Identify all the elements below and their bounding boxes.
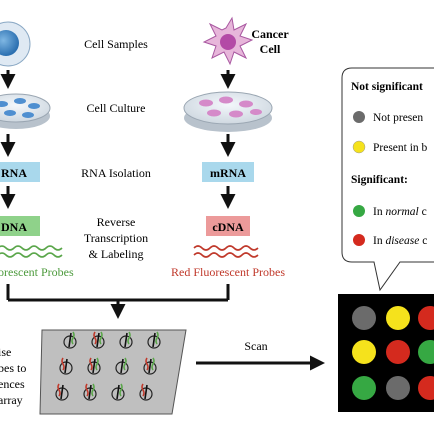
probe-strand [88,384,92,400]
green-probe-mark [71,331,75,345]
microarray-slide [39,329,187,415]
legend-normal: In normal c [373,206,427,218]
normal-cell-icon [0,21,31,67]
probe-strand [116,384,120,400]
green-probe-waves [0,245,63,258]
side-text-3: ences [0,377,25,391]
rna-box [0,162,40,182]
probe-strand [148,358,152,374]
probe-strand [64,358,68,374]
red-probe-mark [57,383,61,397]
probe-strand [120,358,124,374]
label-reverse-2: Transcription [84,231,148,245]
legend-significant: Significant: [351,174,408,186]
cdna-box-label: cDNA [212,220,244,234]
label-reverse-1: Reverse [97,215,136,229]
red-probe-mark [85,383,89,397]
label-cancer-line1: Cancer [251,27,289,41]
probe-strand [152,332,156,348]
label-cell-culture: Cell Culture [87,101,146,115]
red-probe-mark [89,357,93,371]
green-probe-mark [127,331,131,345]
legend-present-in: Present in b [373,142,428,154]
red-probe-mark [145,357,149,371]
green-probe-mark [155,331,159,345]
red-probe-mark [61,357,65,371]
scan-result-spots [352,306,434,400]
legend-not-present: Not presen [373,112,423,124]
red-probe-mark [93,331,97,345]
probe-strand [68,332,72,348]
dna-box-label: DNA [1,220,27,234]
green-probe-mark [95,357,99,371]
green-probe-mark [151,357,155,371]
label-reverse-3: & Labeling [89,247,144,261]
merge-connector [6,284,230,319]
green-probe-mark [91,383,95,397]
side-text-4: array [0,393,23,407]
probe-strand [144,384,148,400]
label-rna-isolation: RNA Isolation [81,166,151,180]
scan-dot-red [418,306,434,330]
label-green-probes: orescent Probes [0,265,74,279]
cdna-box [206,216,250,236]
side-text-1: ise [0,345,11,359]
scan-dot-grey [386,376,410,400]
probe-strand [92,358,96,374]
probe-strand [124,332,128,348]
scan-dot-yellow [386,306,410,330]
mrna-box [202,162,254,182]
green-probe-mark [123,357,127,371]
rna-box-label: RNA [1,166,27,180]
dna-box [0,216,40,236]
cancer-culture-dish [183,91,273,132]
legend-disease: In disease c [373,235,427,247]
scan-dot-red [418,376,434,400]
legend-not-significant: Not significant [351,81,423,93]
label-red-probes: Red Fluorescent Probes [171,265,285,279]
scan-dot-red [386,340,410,364]
legend-dot-grey [353,111,365,123]
legend-bubble [341,67,434,292]
scan-dot-yellow [352,340,376,364]
microarray-spots [55,331,161,401]
normal-culture-dish [0,93,51,129]
side-text-2: bes to [0,361,26,375]
scan-dot-green [352,376,376,400]
label-cell-samples: Cell Samples [84,37,148,51]
legend-dot-yellow [352,140,366,154]
label-cancer-line2: Cell [260,42,281,56]
legend-dot-green [353,205,365,217]
green-probe-mark [119,383,123,397]
cancer-cell-icon [202,16,254,66]
label-scan: Scan [244,339,267,353]
probe-strand [96,332,100,348]
mrna-box-label: mRNA [210,166,246,180]
scan-dot-green [418,340,434,364]
scan-dot-grey [352,306,376,330]
red-probe-waves [193,245,259,258]
probe-strand [60,384,64,400]
red-probe-mark [141,383,145,397]
legend-dot-red [353,234,365,246]
green-probe-mark [99,331,103,345]
